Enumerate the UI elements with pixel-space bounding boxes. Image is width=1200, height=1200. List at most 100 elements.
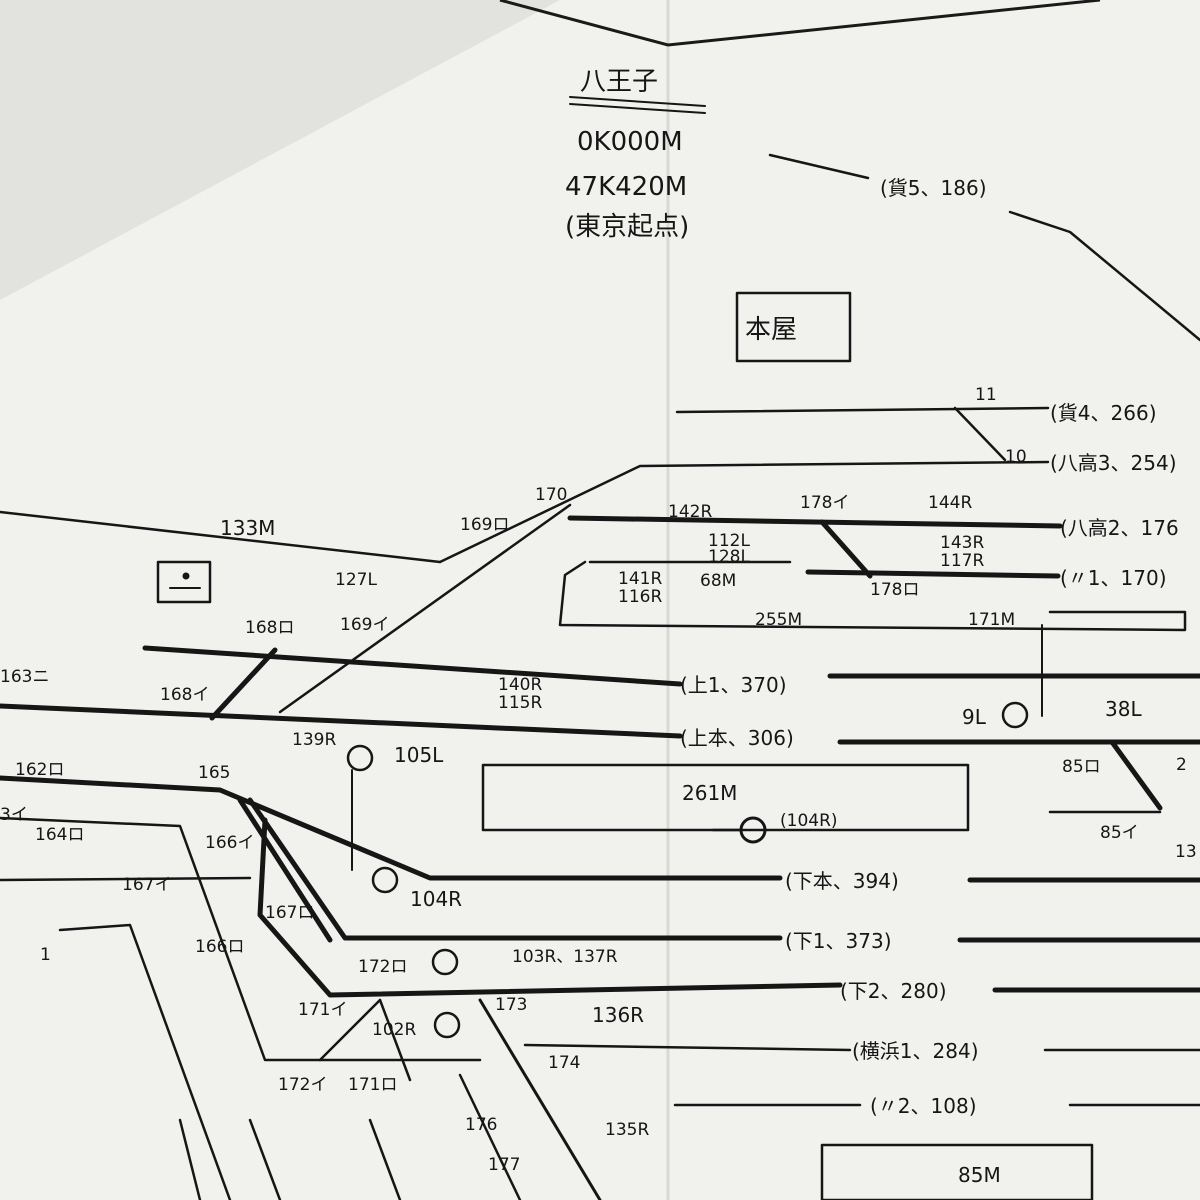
building-label: 本屋	[745, 315, 797, 345]
switch-label: 163ニ	[0, 667, 49, 687]
track-siding-loop	[558, 560, 1187, 632]
signal-105l-lamp	[346, 744, 374, 772]
switch-label: 171ロ	[348, 1075, 397, 1095]
switch-label: 177	[488, 1155, 520, 1175]
switch-label: 167ロ	[265, 903, 314, 923]
track-label-yokohama-2: (〃2、108)	[870, 1094, 977, 1118]
signal-label: 135R	[605, 1120, 649, 1140]
track-label-up-1: (上1、370)	[680, 673, 787, 697]
track-167	[0, 876, 252, 882]
signal-9l-lamp	[1001, 701, 1029, 729]
track-down-main	[0, 775, 783, 881]
partial-label: 1	[40, 945, 51, 965]
track-hachiko-2	[567, 515, 1063, 529]
station-name-underline-2	[569, 103, 706, 114]
signal-label: 104R	[410, 887, 462, 911]
track-up-main	[0, 703, 683, 739]
signal-label: 142R	[668, 502, 712, 522]
signal-label: 140R	[498, 675, 542, 695]
switch-label: 169イ	[340, 615, 389, 635]
track-lower-3	[368, 1118, 402, 1200]
signal-label: 9L	[962, 705, 987, 729]
distance-label: 85M	[958, 1163, 1001, 1187]
track-freight-5-curve	[1008, 210, 1200, 342]
signal-label: 112L	[708, 531, 750, 551]
platform-85m	[820, 1143, 1094, 1200]
track-label-hachiko-2: (八高2、176	[1060, 516, 1179, 540]
track-171-crossover	[378, 998, 412, 1082]
track-label-down-main: (下本、394)	[785, 869, 899, 893]
signal-label: 116R	[618, 587, 662, 607]
signal-103r-lamp	[431, 948, 459, 976]
switch-label: 166ロ	[195, 937, 244, 957]
signal-label: 136R	[592, 1003, 644, 1027]
building-box	[735, 291, 852, 363]
signal-label: 115R	[498, 693, 542, 713]
switch-168-crossover	[209, 647, 278, 721]
switch-label: 173	[495, 995, 527, 1015]
station-office-box	[156, 560, 212, 604]
signal-label: 103R、137R	[512, 947, 618, 967]
switch-label: 3イ	[0, 805, 28, 825]
distance-label: 68M	[700, 571, 736, 591]
switch-label: 165	[198, 763, 230, 783]
switch-label: 176	[465, 1115, 497, 1135]
track-label-hachiko-3: (八高3、254)	[1050, 451, 1177, 475]
track-173	[478, 998, 602, 1200]
switch-85-branch	[1109, 739, 1163, 811]
track-172	[318, 998, 382, 1062]
switch-label: 164ロ	[35, 825, 84, 845]
switch-label: 10	[1005, 447, 1027, 467]
station-office-dot	[182, 572, 190, 580]
switch-label: 168イ	[160, 685, 209, 705]
track-yokohama-1	[523, 1043, 852, 1052]
station-name: 八王子	[580, 67, 658, 97]
switch-label: 178イ	[800, 493, 849, 513]
track-freight-4	[675, 406, 1050, 414]
distance-label: 133M	[220, 516, 275, 540]
track-label-down-2: (下2、280)	[840, 979, 947, 1003]
signal-label: 143R	[940, 533, 984, 553]
signal-label: 117R	[940, 551, 984, 571]
page-top-edge	[499, 0, 1101, 47]
track-label-hachiko-1: (〃1、170)	[1060, 566, 1167, 590]
switch-label: 85イ	[1100, 823, 1139, 843]
track-169-diagonal	[278, 503, 572, 714]
station-name-underline-1	[569, 96, 706, 107]
switch-166-crossover	[237, 797, 333, 943]
track-lower-2	[248, 1118, 282, 1200]
track-up-1	[142, 645, 683, 687]
track-down-2	[257, 817, 843, 998]
distance-label: 171M	[968, 610, 1015, 630]
switch-label: 11	[975, 385, 997, 405]
switch-11-branch	[953, 406, 1007, 462]
switch-label: 172イ	[278, 1075, 327, 1095]
track-label-down-1: (下1、373)	[785, 929, 892, 953]
switch-label: 174	[548, 1053, 580, 1073]
signal-label: 38L	[1105, 697, 1142, 721]
distance-label: 261M	[682, 781, 737, 805]
track-176	[458, 1073, 522, 1200]
signal-label: 102R	[372, 1020, 416, 1040]
signal-label: 144R	[928, 493, 972, 513]
track-lower-1	[178, 1118, 202, 1200]
signal-label: 139R	[292, 730, 336, 750]
track-1	[58, 923, 232, 1200]
switch-label: 85ロ	[1062, 757, 1101, 777]
signal-102r-lamp	[433, 1011, 461, 1039]
switch-label: 168ロ	[245, 618, 294, 638]
switch-label: 178ロ	[870, 580, 919, 600]
switch-label: 167イ	[122, 875, 171, 895]
switch-label: 162ロ	[15, 760, 64, 780]
track-label-freight-5: (貨5、186)	[880, 176, 987, 200]
track-label-freight-4: (貨4、266)	[1050, 401, 1157, 425]
station-km-local: 0K000M	[577, 127, 683, 157]
signal-label: 128L	[708, 547, 750, 567]
partial-label: 2	[1176, 755, 1187, 775]
station-origin-note: (東京起点)	[565, 212, 689, 242]
switch-label: 171イ	[298, 1000, 347, 1020]
track-freight-5	[768, 153, 870, 180]
track-label-yokohama-1: (横浜1、284)	[852, 1039, 979, 1063]
track-hachiko-1	[805, 569, 1061, 579]
